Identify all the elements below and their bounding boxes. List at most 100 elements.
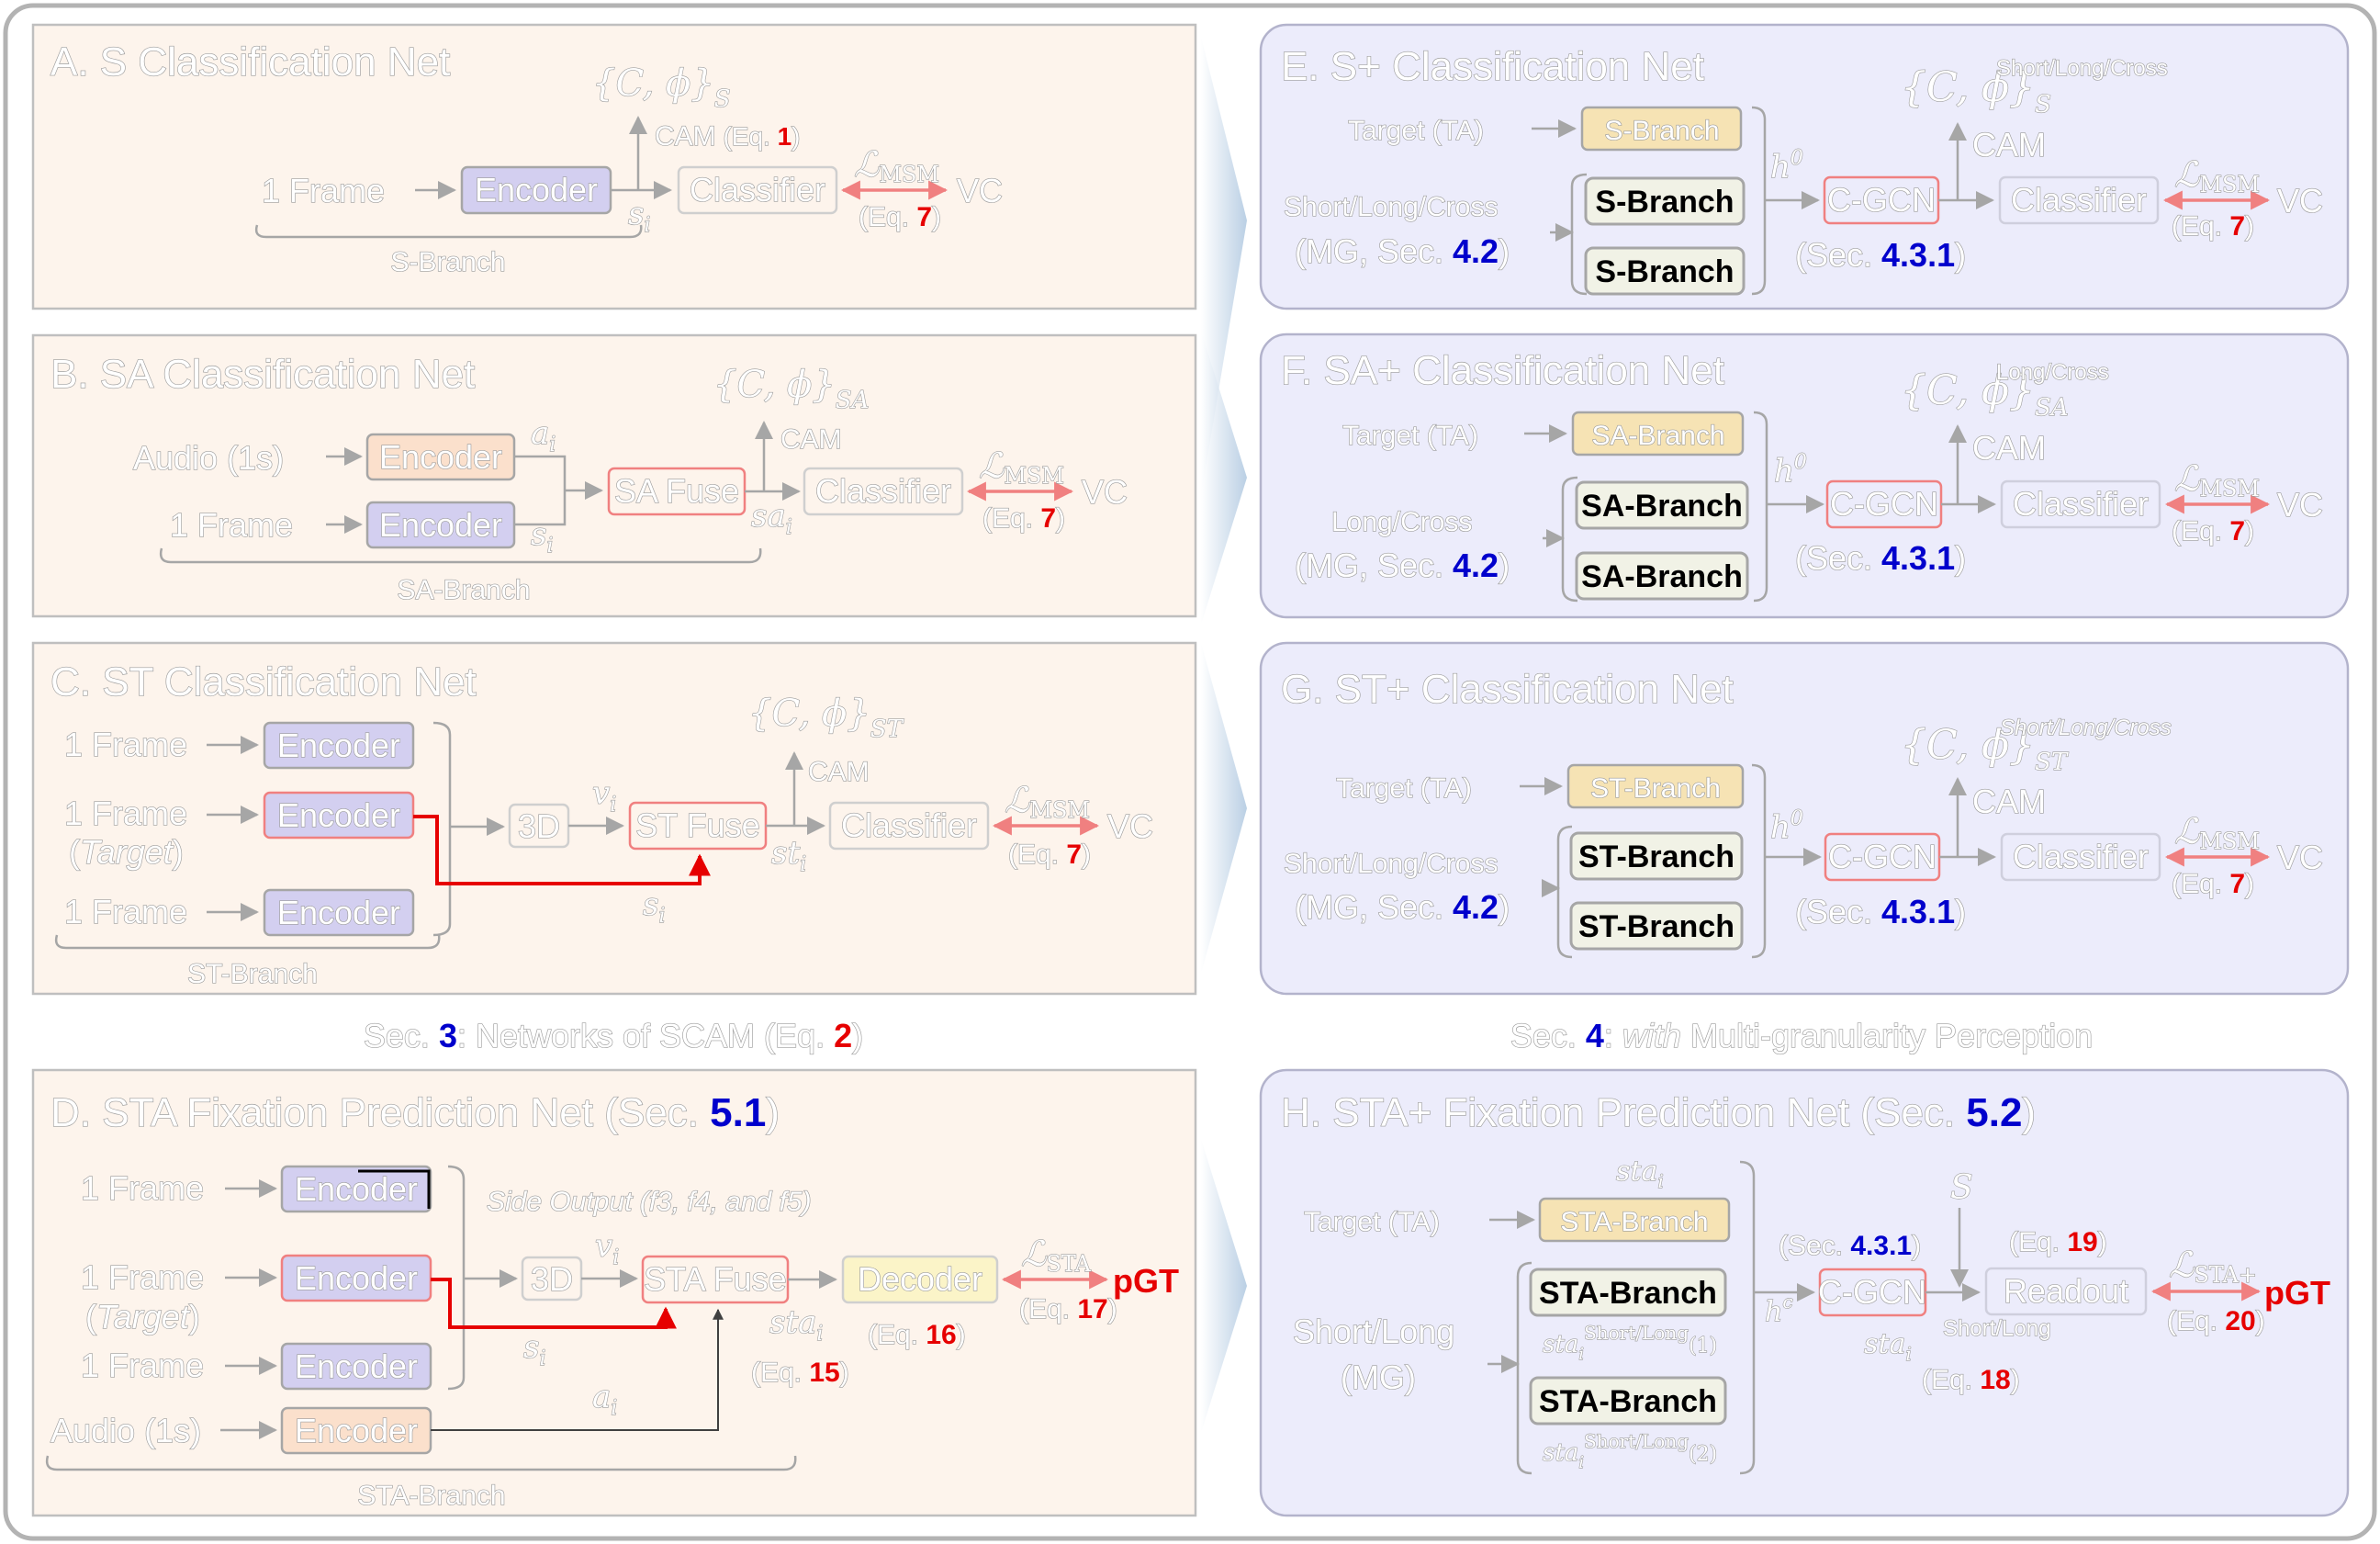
classifier-label: Classifier bbox=[841, 806, 977, 844]
caption-left: Sec. 3: Networks of SCAM (Eq. 2) bbox=[364, 1017, 863, 1054]
loss-msm: ℒMSM bbox=[2174, 458, 2260, 502]
caption-right: Sec. 4: with Multi-granularity Perceptio… bbox=[1510, 1017, 2093, 1054]
encoder-box-bottom bbox=[263, 888, 415, 937]
input-audio: Audio (1s) bbox=[133, 439, 284, 477]
target-branch-label: SA-Branch bbox=[1591, 421, 1724, 451]
sa-branch-label: SA-Branch bbox=[397, 575, 530, 605]
classifier-label: Classifier bbox=[2013, 838, 2149, 875]
output-sup: Short/Long/Cross bbox=[2000, 716, 2172, 740]
cam-label: CAM bbox=[1972, 783, 2046, 820]
classifier-box bbox=[677, 165, 838, 215]
feature-a: ai bbox=[531, 415, 556, 456]
classifier-box bbox=[2000, 832, 2161, 882]
loss-msm: ℒMSM bbox=[979, 445, 1064, 489]
encoder-label-target: Encoder bbox=[295, 1259, 418, 1297]
loss-msm: ℒMSM bbox=[1005, 780, 1090, 823]
target-label: Target (TA) bbox=[1304, 1207, 1440, 1237]
cgcn-label: C-GCN bbox=[1830, 485, 1938, 523]
feature-st: sti bbox=[771, 835, 806, 876]
decoder-eq: (Eq. 16) bbox=[868, 1320, 966, 1350]
encoder-label-bottom: Encoder bbox=[295, 1347, 418, 1385]
branch-label-1: S-Branch bbox=[1595, 185, 1734, 220]
h0-label: h0 bbox=[1770, 147, 1803, 186]
branch-box-2 bbox=[1569, 901, 1744, 951]
cgcn-sec: (Sec. 4.3.1) bbox=[1795, 893, 1966, 930]
loss-eq: (Eq. 7) bbox=[1008, 840, 1091, 870]
vc-label: VC bbox=[2277, 839, 2323, 876]
cam-label: CAM (Eq. 1) bbox=[655, 121, 801, 152]
encoder-box-top bbox=[280, 1165, 432, 1213]
mg-top-label: Short/Long bbox=[1293, 1313, 1454, 1350]
panel-c-st-classification: C. ST Classification Net 1 Frame 1 Frame… bbox=[31, 641, 1197, 996]
sta-short-long-out: stai bbox=[1864, 1328, 1912, 1365]
panel-d-title: D. STA Fixation Prediction Net (Sec. 5.1… bbox=[51, 1090, 780, 1135]
loss-sta-plus: ℒSTA+ bbox=[2169, 1245, 2257, 1288]
cgcn-sec: (Sec. 4.3.1) bbox=[1779, 1231, 1921, 1261]
loss-eq: (Eq. 17) bbox=[1019, 1294, 1117, 1324]
feature-sta: stai bbox=[769, 1304, 823, 1346]
loss-eq: (Eq. 7) bbox=[2172, 869, 2254, 899]
branch-box-1 bbox=[1569, 831, 1744, 881]
classifier-box bbox=[803, 467, 964, 516]
branch-box-2 bbox=[1584, 246, 1746, 296]
output-set: {C, ϕ}SA bbox=[713, 364, 869, 414]
panel-h-sta-plus-fixation: H. STA+ Fixation Prediction Net (Sec. 5.… bbox=[1259, 1068, 2350, 1517]
output-sup: Long/Cross bbox=[1996, 360, 2109, 385]
cgcn-label: C-GCN bbox=[1827, 181, 1936, 219]
panel-b-title: B. SA Classification Net bbox=[51, 352, 475, 397]
panel-c-title: C. ST Classification Net bbox=[51, 659, 477, 704]
cam-label: CAM bbox=[780, 424, 842, 455]
branch-box-1 bbox=[1584, 176, 1746, 226]
cgcn-label: C-GCN bbox=[1818, 1273, 1926, 1311]
classifier-label: Classifier bbox=[690, 171, 825, 208]
target-label: Target (TA) bbox=[1348, 116, 1484, 146]
mg-bottom-label: (MG, Sec. 4.2) bbox=[1295, 232, 1510, 270]
classifier-label: Classifier bbox=[2013, 485, 2149, 523]
sta-short-long-2: staiShort/Long(2) bbox=[1543, 1430, 1717, 1472]
encoder-label: Encoder bbox=[475, 171, 598, 208]
output-set: {C, ϕ}S bbox=[592, 62, 731, 113]
feature-s: si bbox=[628, 196, 651, 237]
encoder-label-target: Encoder bbox=[277, 796, 400, 834]
input-target-label: (Target) bbox=[69, 833, 184, 871]
encoder-label-top: Encoder bbox=[277, 727, 400, 764]
input-1-frame-bottom: 1 Frame bbox=[81, 1347, 204, 1384]
panel-a-title: A. S Classification Net bbox=[51, 39, 450, 85]
encoder-label-bottom: Encoder bbox=[277, 894, 400, 931]
target-label: Target (TA) bbox=[1336, 773, 1472, 804]
loss-msm: ℒMSM bbox=[854, 144, 939, 187]
input-1-frame-top: 1 Frame bbox=[64, 726, 187, 763]
panel-e-s-plus-classification: E. S+ Classification Net Target (TA) S-B… bbox=[1259, 23, 2350, 310]
feature-v: vi bbox=[595, 1228, 619, 1269]
feature-sta-top: stai bbox=[1616, 1155, 1664, 1192]
target-label: Target (TA) bbox=[1342, 421, 1478, 451]
branch-label-2: STA-Branch bbox=[1539, 1384, 1717, 1419]
loss-msm: ℒMSM bbox=[2174, 811, 2260, 854]
loss-eq: (Eq. 7) bbox=[982, 503, 1065, 534]
conv3d-label: 3D bbox=[531, 1260, 573, 1298]
hc-label: hc bbox=[1765, 1290, 1793, 1328]
panel-h-title: H. STA+ Fixation Prediction Net (Sec. 5.… bbox=[1281, 1090, 2036, 1135]
feature-s: si bbox=[523, 1329, 546, 1370]
input-1-frame-bottom: 1 Frame bbox=[64, 893, 187, 930]
output-set: {C, ϕ}S bbox=[1901, 64, 2051, 118]
vc-label: VC bbox=[2277, 182, 2323, 220]
cam-label: CAM bbox=[808, 757, 870, 787]
target-branch-box bbox=[1571, 411, 1745, 456]
encoder-label-top: Encoder bbox=[295, 1170, 418, 1208]
pgt-label: pGT bbox=[2264, 1274, 2330, 1312]
s-branch-label: S-Branch bbox=[390, 247, 505, 277]
h0-label: h0 bbox=[1770, 807, 1803, 846]
output-sup: Short/Long/Cross bbox=[1996, 56, 2168, 81]
audio-encoder-label: Encoder bbox=[295, 1412, 418, 1449]
chevron-arrows bbox=[1201, 37, 1247, 1433]
sa-fuse-label: SA Fuse bbox=[614, 472, 739, 510]
feature-sa: sai bbox=[751, 498, 792, 539]
branch-label-2: ST-Branch bbox=[1578, 909, 1734, 944]
readout-label: Readout bbox=[2004, 1272, 2128, 1310]
panel-d-sta-fixation: D. STA Fixation Prediction Net (Sec. 5.1… bbox=[31, 1068, 1197, 1517]
branch-label-2: SA-Branch bbox=[1581, 559, 1743, 594]
audio-encoder-label: Encoder bbox=[379, 438, 502, 476]
decoder-label: Decoder bbox=[858, 1260, 982, 1298]
